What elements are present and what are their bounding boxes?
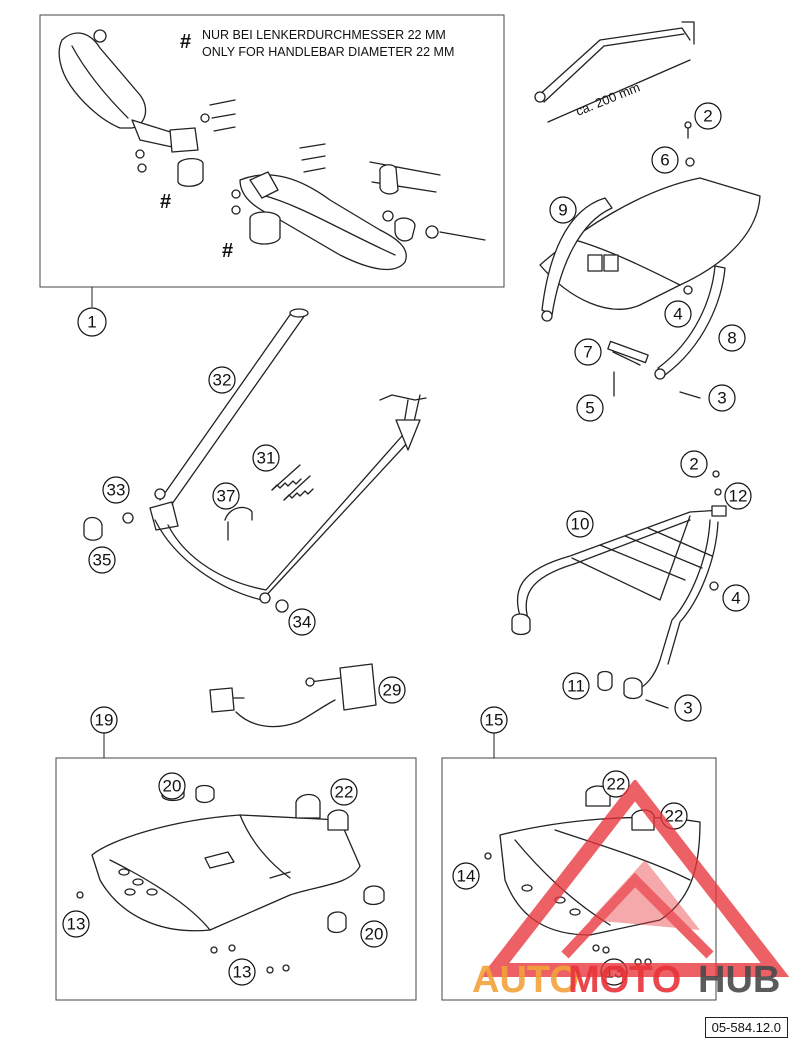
callout-22-right: 22 xyxy=(660,802,688,830)
callout-14: 14 xyxy=(452,862,480,890)
callout-20-top: 20 xyxy=(158,772,186,800)
note-hash-symbol: # xyxy=(180,31,191,53)
callout-34: 34 xyxy=(288,608,316,636)
stay-bar: ca. 200 mm xyxy=(534,21,695,123)
callout-7: 7 xyxy=(574,338,602,366)
svg-text:13: 13 xyxy=(67,915,86,934)
svg-text:22: 22 xyxy=(665,807,684,826)
callout-3-rack: 3 xyxy=(674,694,702,722)
svg-text:22: 22 xyxy=(607,775,626,794)
callout-15: 15 xyxy=(480,706,508,734)
callout-20-bottom: 20 xyxy=(360,920,388,948)
svg-text:29: 29 xyxy=(383,681,402,700)
callout-31: 31 xyxy=(252,444,280,472)
svg-text:8: 8 xyxy=(727,329,736,348)
callout-4-rack: 4 xyxy=(722,584,750,612)
callout-13-center: 13 xyxy=(228,958,256,986)
svg-text:2: 2 xyxy=(689,455,698,474)
callout-13-left: 13 xyxy=(62,910,90,938)
callout-32: 32 xyxy=(208,366,236,394)
svg-text:34: 34 xyxy=(293,613,312,632)
svg-text:1: 1 xyxy=(87,313,96,332)
hash-mark-left: # xyxy=(160,191,171,213)
rear-fender xyxy=(539,121,761,399)
svg-text:7: 7 xyxy=(583,343,592,362)
dimension-label: ca. 200 mm xyxy=(574,79,643,118)
svg-text:35: 35 xyxy=(93,551,112,570)
luggage-rack xyxy=(511,470,727,709)
skid-plate-box-frame xyxy=(55,757,417,1001)
svg-text:6: 6 xyxy=(660,151,669,170)
svg-text:20: 20 xyxy=(163,777,182,796)
callout-33: 33 xyxy=(102,476,130,504)
callout-11: 11 xyxy=(562,672,590,700)
svg-text:9: 9 xyxy=(558,201,567,220)
callout-12: 12 xyxy=(724,482,752,510)
svg-text:19: 19 xyxy=(95,711,114,730)
callout-4-top: 4 xyxy=(664,300,692,328)
svg-text:20: 20 xyxy=(365,925,384,944)
svg-text:11: 11 xyxy=(567,677,585,696)
note-line-de: NUR BEI LENKERDURCHMESSER 22 MM xyxy=(202,28,446,42)
svg-text:13: 13 xyxy=(233,963,252,982)
callout-22-top: 22 xyxy=(602,770,630,798)
callout-9: 9 xyxy=(549,196,577,224)
callout-37: 37 xyxy=(212,482,240,510)
callout-8: 8 xyxy=(718,324,746,352)
right-handguard: # xyxy=(222,143,486,271)
svg-text:5: 5 xyxy=(585,399,594,418)
svg-text:4: 4 xyxy=(673,305,682,324)
callout-10: 10 xyxy=(566,510,594,538)
svg-text:33: 33 xyxy=(107,481,126,500)
drawing-number: 05-584.12.0 xyxy=(704,1017,788,1038)
left-handguard: # xyxy=(58,29,236,213)
svg-text:37: 37 xyxy=(217,487,236,506)
svg-text:3: 3 xyxy=(717,389,726,408)
callout-13-right: 13 xyxy=(600,958,628,986)
center-stand xyxy=(83,308,427,613)
callout-2-rack: 2 xyxy=(680,450,708,478)
callout-5: 5 xyxy=(576,394,604,422)
svg-text:22: 22 xyxy=(335,783,354,802)
callout-22-left: 22 xyxy=(330,778,358,806)
callout-19: 19 xyxy=(90,706,118,734)
svg-text:3: 3 xyxy=(683,699,692,718)
svg-text:2: 2 xyxy=(703,107,712,126)
note-line-en: ONLY FOR HANDLEBAR DIAMETER 22 MM xyxy=(202,45,454,59)
callout-2-top: 2 xyxy=(694,102,722,130)
callout-35: 35 xyxy=(88,546,116,574)
tail-light-assembly xyxy=(209,663,377,728)
handguard-box-frame xyxy=(39,14,505,288)
svg-text:4: 4 xyxy=(731,589,740,608)
engine-guard-kit-box xyxy=(441,757,717,1001)
callout-6: 6 xyxy=(651,146,679,174)
svg-text:14: 14 xyxy=(457,867,476,886)
svg-text:13: 13 xyxy=(605,963,624,982)
hash-mark-right: # xyxy=(222,240,233,262)
svg-text:32: 32 xyxy=(213,371,232,390)
svg-text:12: 12 xyxy=(729,487,748,506)
callout-29: 29 xyxy=(378,676,406,704)
callout-1: 1 xyxy=(77,307,107,337)
handguard-kit-box: # NUR BEI LENKERDURCHMESSER 22 MM ONLY F… xyxy=(39,14,505,288)
callout-3-top: 3 xyxy=(708,384,736,412)
svg-text:10: 10 xyxy=(571,515,590,534)
svg-text:15: 15 xyxy=(485,711,504,730)
svg-text:31: 31 xyxy=(257,449,276,468)
